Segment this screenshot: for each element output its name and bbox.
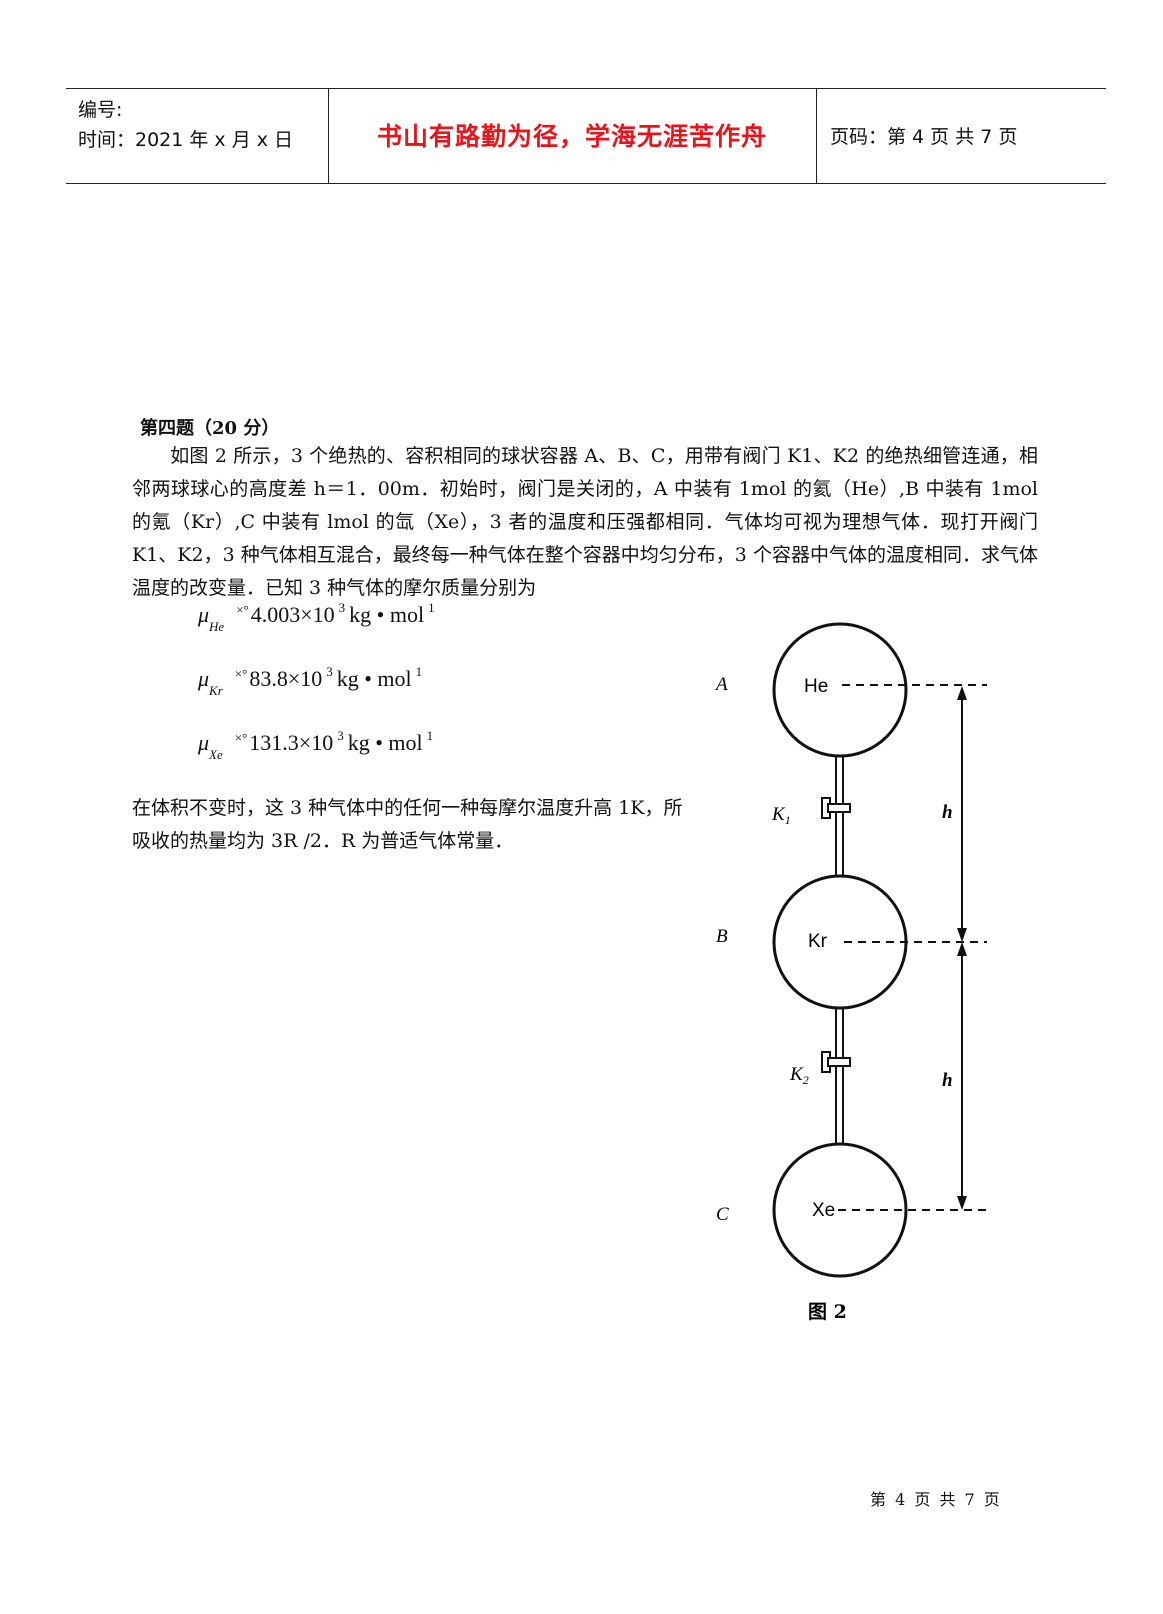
valve-k1-label: K1 [771, 804, 791, 827]
gas-he: He [804, 676, 828, 697]
figure-2-diagram: A B C He Kr Xe K1 K2 h h 图 2 [714, 622, 987, 1323]
h-label: h [942, 1070, 953, 1091]
page-footer: 第 4 页 共 7 页 [870, 1490, 1002, 1509]
h-label: h [942, 802, 953, 823]
arrow-up-icon [957, 686, 967, 700]
gas-xe: Xe [812, 1200, 835, 1221]
valve-k2-label: K2 [789, 1064, 809, 1087]
header-table: 编号: 时间：2021 年 x 月 x 日 书山有路勤为径，学海无涯苦作舟 页码… [66, 88, 1106, 184]
label-a: A [714, 674, 728, 695]
arrow-up-icon [957, 942, 967, 956]
question-paragraph-2: 在体积不变时，这 3 种气体中的任何一种每摩尔温度升高 1K，所吸收的热量均为 … [132, 797, 683, 852]
header-divider [816, 89, 817, 183]
serial-label: 编号: [78, 99, 123, 121]
motto: 书山有路勤为径，学海无涯苦作舟 [376, 122, 767, 151]
gas-kr: Kr [808, 931, 828, 952]
label-c: C [716, 1204, 729, 1225]
time-label: 时间：2021 年 x 月 x 日 [78, 129, 294, 151]
label-b: B [716, 926, 728, 947]
valve-k1-icon [821, 797, 851, 819]
question-title: 第四题（20 分） [140, 418, 280, 439]
sphere-a [772, 622, 908, 758]
figure-caption: 图 2 [808, 1301, 847, 1323]
header-divider [328, 89, 329, 183]
sphere-c [772, 1142, 908, 1278]
question-paragraph: 如图 2 所示，3 个绝热的、容积相同的球状容器 A、B、C，用带有阀门 K1、… [132, 440, 1038, 605]
valve-k2-icon [821, 1051, 851, 1073]
arrow-down-icon [957, 928, 967, 942]
arrow-down-icon [957, 1196, 967, 1210]
header-meta: 编号: 时间：2021 年 x 月 x 日 [78, 95, 293, 155]
question-text: 如图 2 所示，3 个绝热的、容积相同的球状容器 A、B、C，用带有阀门 K1、… [132, 445, 1038, 599]
page-label: 页码：第 4 页 共 7 页 [830, 126, 1018, 148]
